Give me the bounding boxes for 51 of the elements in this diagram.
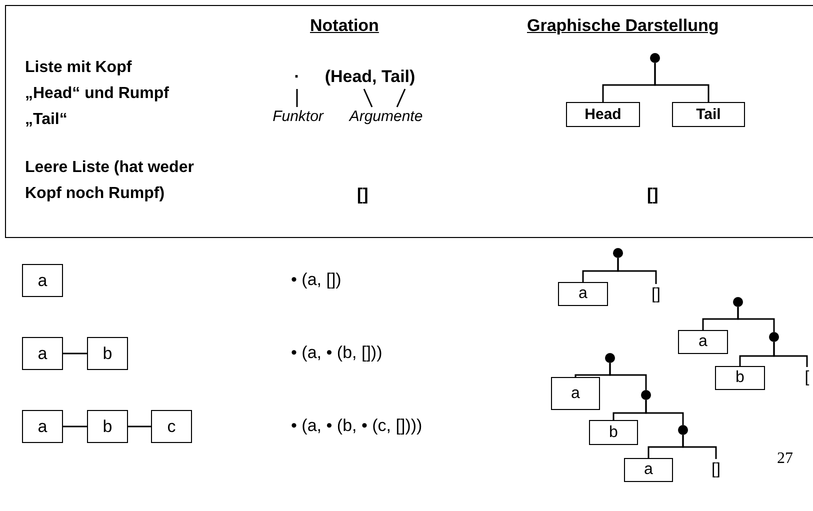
column-header: Graphische Darstellung	[527, 16, 719, 36]
element-box: b	[589, 420, 638, 445]
column-header: Notation	[310, 16, 379, 36]
annotation-text: Argumente	[338, 106, 434, 126]
node-dot	[733, 297, 743, 307]
element-box: b	[715, 366, 765, 390]
element-box: Head	[566, 102, 640, 127]
notation-text: • (a, • (b, []))	[291, 343, 382, 363]
connector-line	[682, 435, 717, 459]
connector-line	[63, 426, 87, 428]
node-dot	[605, 353, 615, 363]
element-box: Tail	[672, 102, 745, 127]
leader-line	[396, 88, 406, 108]
notation-text: • (a, • (b, • (c, [])))	[291, 416, 422, 436]
connector-line	[609, 363, 647, 390]
annotation-text: Funktor	[262, 106, 334, 126]
element-box: b	[87, 337, 128, 370]
element-box: a	[678, 330, 728, 354]
element-box: a	[22, 264, 63, 297]
connector-line	[63, 352, 87, 354]
leader-line	[363, 88, 373, 108]
element-box: a	[624, 458, 673, 482]
element-box: a	[558, 282, 608, 306]
notation-text: []	[357, 185, 368, 205]
empty-list-text: []	[706, 459, 726, 481]
notation-text: ·	[290, 66, 304, 88]
connector-line	[128, 426, 151, 428]
node-dot	[678, 425, 688, 435]
notation-text: []	[647, 185, 658, 205]
page-number: 27	[777, 450, 793, 468]
element-box: c	[151, 410, 192, 443]
leader-line	[296, 89, 298, 107]
element-box: b	[87, 410, 128, 443]
element-box: a	[22, 410, 63, 443]
node-dot	[613, 248, 623, 258]
node-dot	[641, 390, 651, 400]
connector-line	[773, 342, 808, 367]
row-label: Leere Liste (hat weder Kopf noch Rumpf)	[25, 158, 195, 204]
connector-line	[617, 258, 657, 284]
empty-list-text: []	[646, 284, 666, 306]
notation-text: (Head, Tail)	[306, 66, 434, 88]
node-dot	[769, 332, 779, 342]
element-box: a	[551, 377, 600, 410]
element-box: a	[22, 337, 63, 370]
row-label: Liste mit Kopf „Head“ und Rumpf „Tail“	[25, 58, 170, 130]
connector-line	[654, 63, 710, 102]
empty-list-text: [	[801, 367, 813, 389]
node-dot	[650, 53, 660, 63]
notation-text: • (a, [])	[291, 270, 342, 290]
connector-line	[645, 400, 684, 425]
connector-line	[737, 307, 775, 332]
